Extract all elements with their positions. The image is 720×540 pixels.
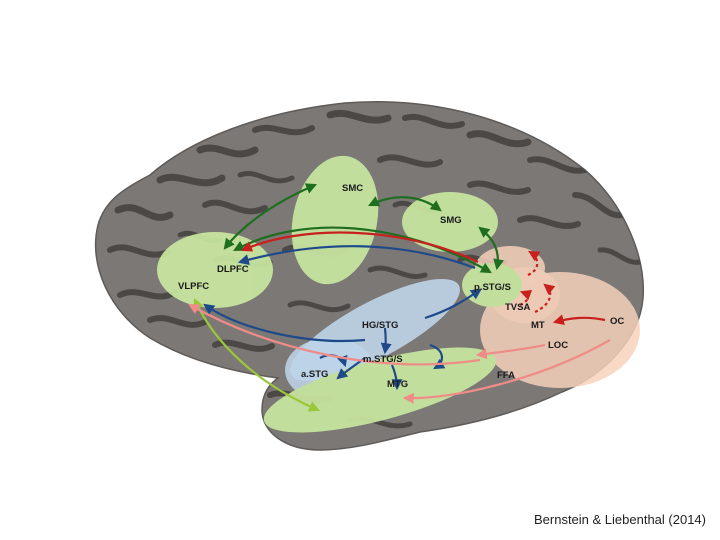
arrow-hgstg-pstg	[424, 288, 482, 320]
arrow-ffa-vlpfc	[188, 303, 481, 366]
label-mt: MT	[531, 320, 545, 331]
arrows-red	[240, 231, 606, 326]
region-dlpfc	[157, 232, 273, 308]
arrow-loc-ffa	[475, 343, 546, 360]
citation-caption: Bernstein & Liebenthal (2014)	[533, 512, 706, 527]
label-mstgs: m.STG/S	[363, 354, 403, 365]
label-vlpfc: VLPFC	[178, 281, 209, 292]
arrow-oc-mt	[552, 314, 606, 326]
label-smc: SMC	[342, 183, 363, 194]
arrow-mt-pstg-dotted	[519, 289, 533, 306]
arrow-pstg-dlpfc-blue	[237, 245, 476, 270]
arrow-dlpfc-pstg-green	[233, 226, 492, 274]
label-dlpfc: DLPFC	[217, 264, 249, 275]
arrow-mtg-curl	[429, 343, 446, 370]
label-smg: SMG	[440, 215, 462, 226]
arrows-green	[223, 183, 505, 274]
arrow-smg-pstg	[478, 226, 505, 271]
label-mtg: MTG	[387, 379, 408, 390]
arrow-smc-smg	[368, 196, 442, 212]
label-pstgs: p.STG/S	[474, 282, 511, 293]
arrow-tvsa-pstg-dotted	[527, 250, 541, 277]
label-astg: a.STG	[301, 369, 328, 380]
label-loc: LOC	[548, 340, 568, 351]
arrow-pstg-dlpfc-red	[240, 231, 479, 263]
arrow-vlpfc-mtg	[193, 297, 321, 412]
arrows-pink	[188, 303, 611, 404]
label-oc: OC	[610, 316, 624, 327]
label-hgstg: HG/STG	[362, 320, 398, 331]
region-labels: SMC SMG DLPFC VLPFC p.STG/S TVSA MT OC L…	[178, 183, 624, 390]
arrow-smc-dlpfc	[223, 183, 318, 250]
arrow-hgstg-mstg	[380, 327, 392, 355]
arrow-mt-tvsa-dotted	[534, 283, 556, 313]
arrow-mstg-mtg	[390, 364, 403, 391]
label-ffa: FFA	[497, 370, 515, 381]
arrow-oc-mtg	[402, 339, 611, 404]
arrows-light-green	[193, 297, 321, 412]
label-tvsa: TVSA	[505, 302, 530, 313]
